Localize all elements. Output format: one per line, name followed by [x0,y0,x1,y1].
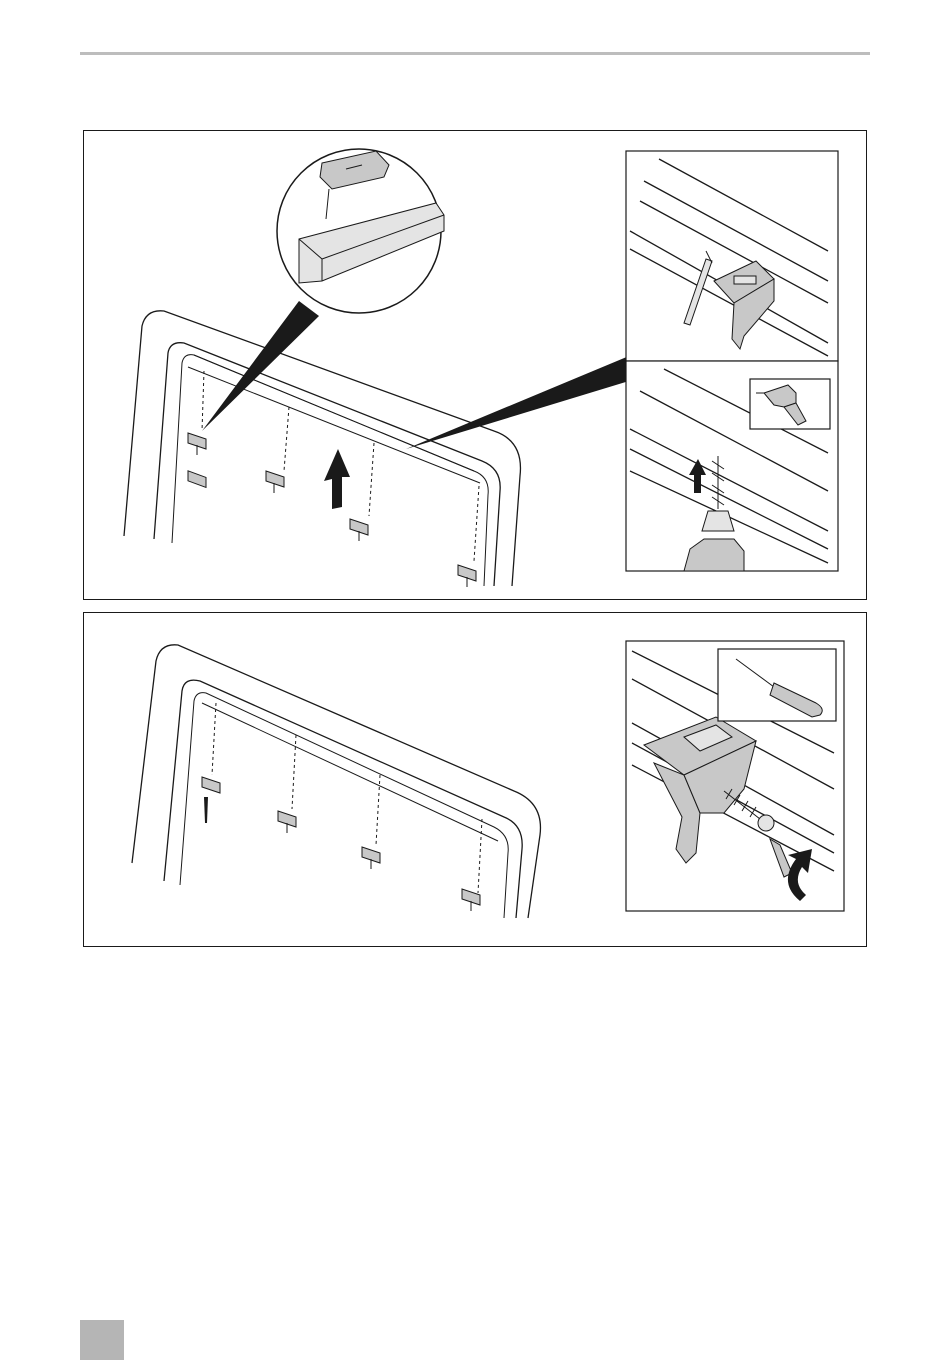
figure-mounting-step-2 [83,612,867,947]
frame-inner-edge-2 [180,693,508,918]
figure-2-illustration [84,613,866,946]
detail-leader [406,356,629,449]
frame-inner-edge-1 [154,343,500,586]
clip-guide-2 [284,407,289,471]
clip-guide-4 [478,819,482,893]
clip-guide-1 [202,371,204,431]
clip-guide-4 [474,486,479,561]
frame-outer-edge [124,311,520,586]
clip-guide-3 [369,443,374,516]
mounting-clip-1 [202,777,220,823]
detail-panel-marking [626,151,838,361]
mounting-clip-3 [350,519,368,541]
mounting-clip-1 [188,471,206,488]
up-arrow-icon [324,449,350,509]
header-rule [80,52,870,55]
frame-outer-edge [132,645,540,918]
frame-inner-edge-1 [164,680,522,918]
clip-guide-1 [212,703,216,775]
figure-1-illustration [84,131,866,599]
page-tab [80,1320,124,1360]
mounting-clip-2 [278,811,296,833]
mounting-clip-4 [462,889,480,911]
frame-top-rail [202,703,498,841]
figure-mounting-step-1 [83,130,867,600]
mounting-clip-4 [458,565,476,587]
mounting-clip-2 [266,471,284,493]
mounting-clip-3 [362,847,380,869]
